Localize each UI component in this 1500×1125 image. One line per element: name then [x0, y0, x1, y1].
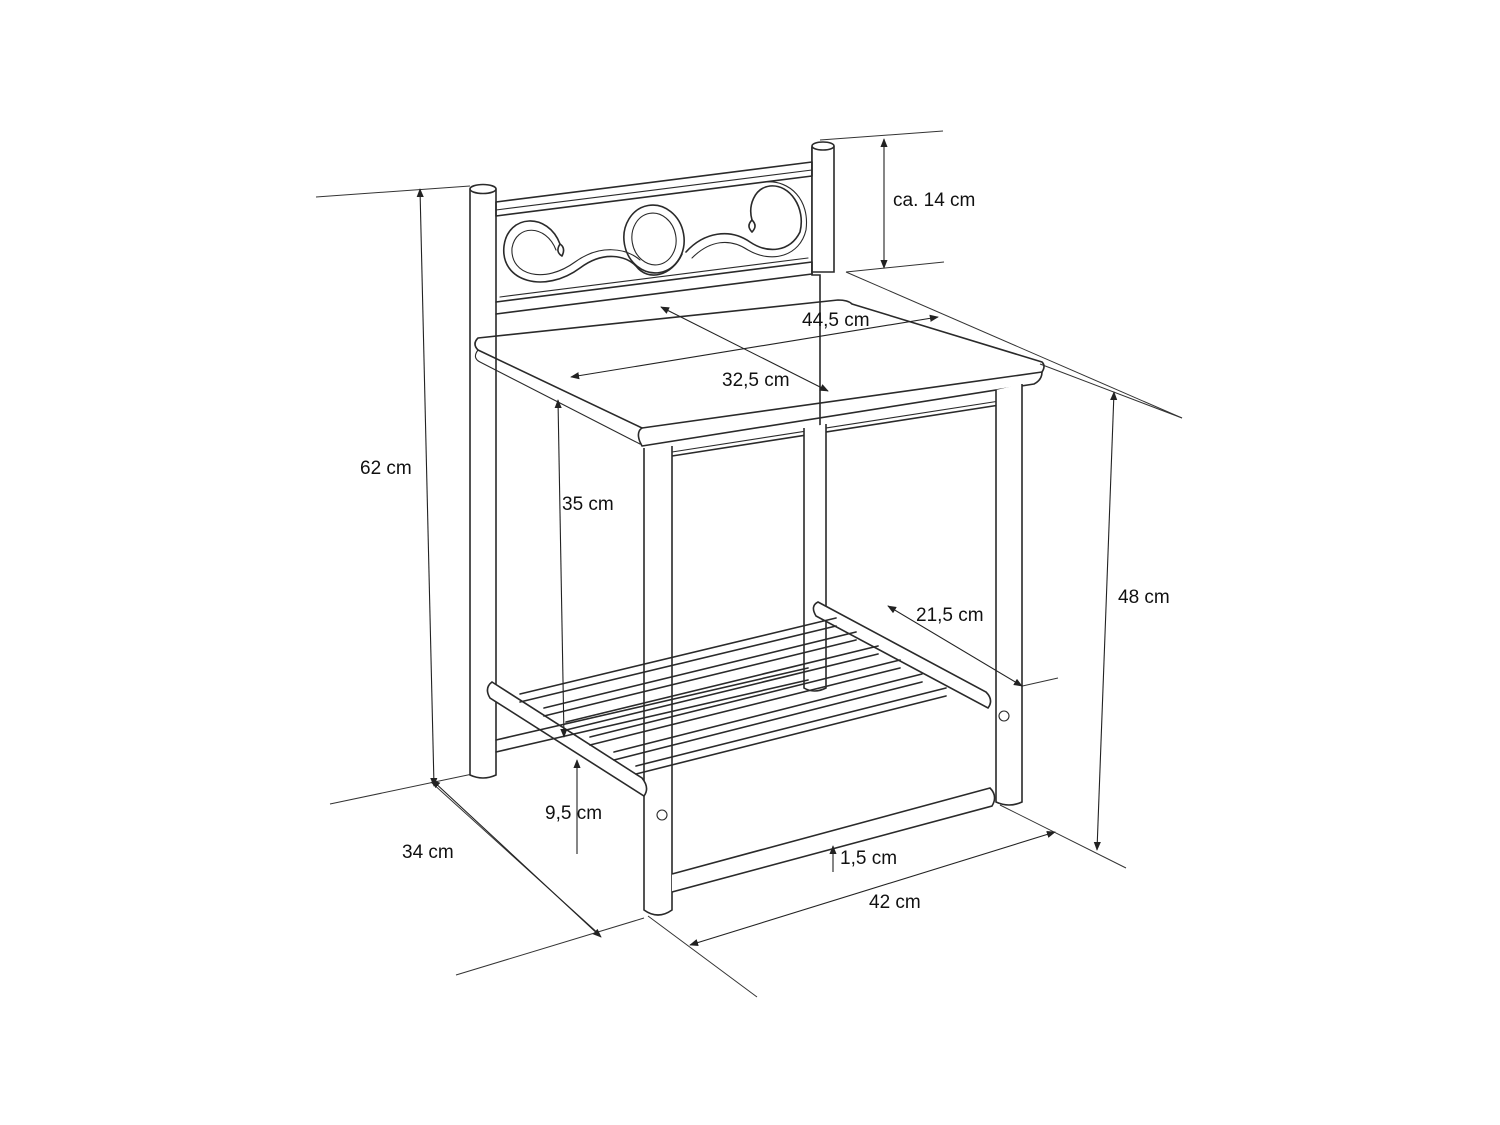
label-width: 42 cm [869, 892, 921, 913]
rear-right-leg-lower [803, 424, 827, 692]
label-shelf-depth: 21,5 cm [916, 605, 984, 626]
headboard [495, 161, 813, 315]
label-total-height: 62 cm [360, 458, 412, 479]
label-shelf-height: 9,5 cm [545, 803, 602, 824]
label-foot-height: 1,5 cm [840, 848, 897, 869]
label-depth: 34 cm [402, 842, 454, 863]
label-shelf-clearance: 35 cm [562, 494, 614, 515]
lower-shelf [486, 601, 996, 893]
table-top [474, 299, 1045, 457]
front-right-leg [995, 384, 1023, 806]
label-top-depth: 32,5 cm [722, 370, 790, 391]
label-headboard-height: ca. 14 cm [893, 190, 975, 211]
label-table-height: 48 cm [1118, 587, 1170, 608]
rear-right-leg [811, 141, 835, 470]
label-top-width: 44,5 cm [802, 310, 870, 331]
dimension-lines [416, 138, 1118, 947]
